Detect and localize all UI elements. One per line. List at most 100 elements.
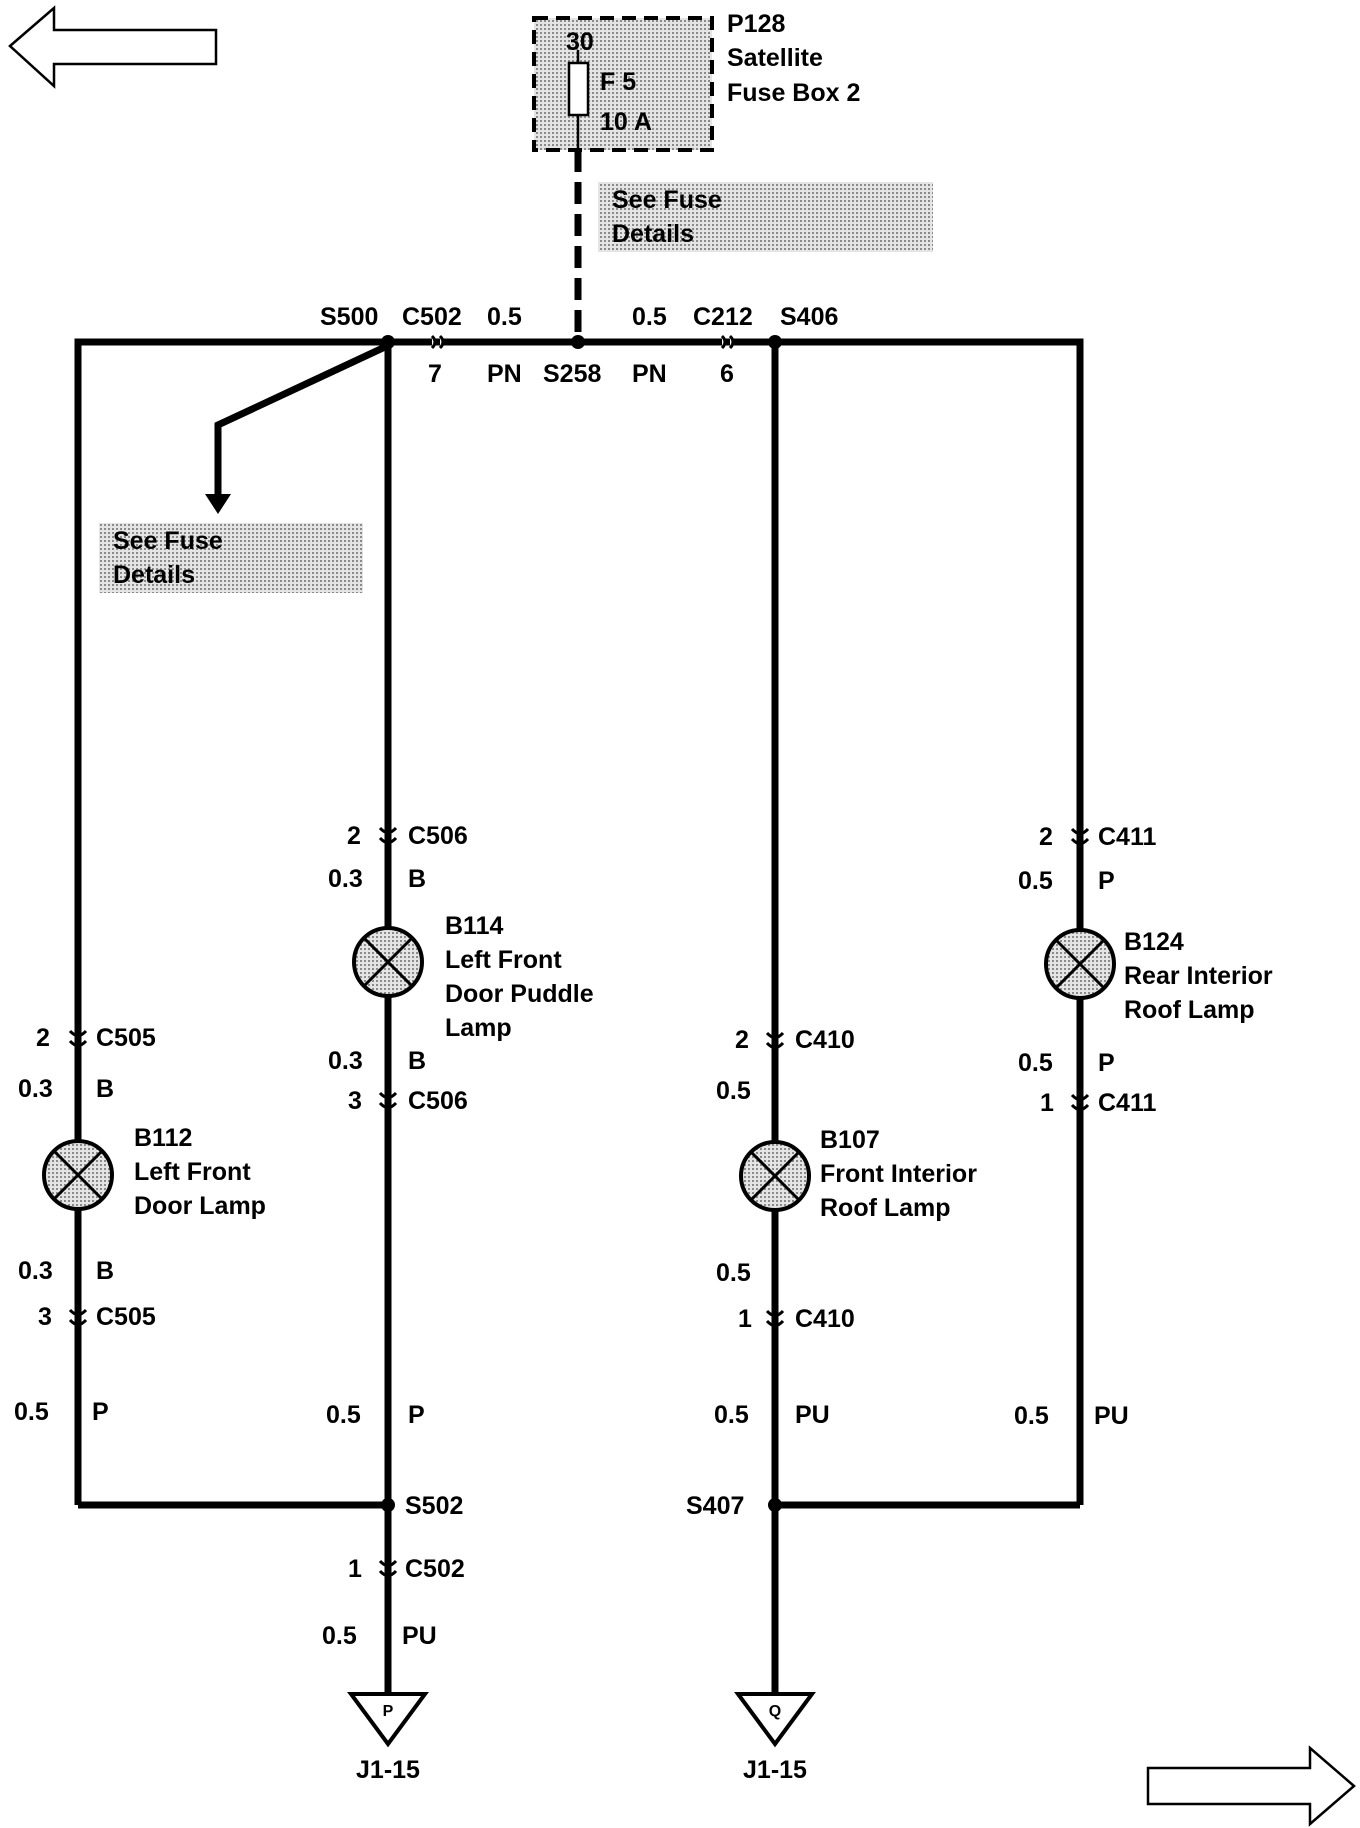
- b107-id: B107: [820, 1126, 880, 1154]
- bus-color-right: PN: [632, 360, 667, 388]
- top-bus-wire: [74, 338, 1084, 1505]
- b114-color-ground: P: [408, 1401, 425, 1429]
- ground-terminal-q: Q: [734, 1692, 816, 1748]
- b107-conn-bottom-pin: 1: [738, 1305, 752, 1333]
- b114-conn-top: C506: [408, 822, 468, 850]
- b112-gauge-bottom: 0.3: [18, 1257, 53, 1285]
- c212-pin-label: 6: [720, 360, 734, 388]
- b112-conn-bottom: C505: [96, 1303, 156, 1331]
- lamp-b107-symbol: [739, 1140, 811, 1212]
- fuse-box-id: P128: [727, 10, 785, 38]
- ground-right-terminal: Q: [769, 1703, 781, 1720]
- b107-name-line2: Roof Lamp: [820, 1194, 951, 1222]
- b112-name-line2: Door Lamp: [134, 1192, 266, 1220]
- lamp-b114-symbol: [352, 926, 424, 998]
- see-fuse-top-line1: See Fuse: [612, 186, 722, 214]
- b114-conn-top-pin: 2: [347, 822, 361, 850]
- fuse-box-p128: 30 F 5 10 A: [532, 16, 714, 152]
- b107-conn-top-pin: 2: [735, 1026, 749, 1054]
- b124-color-top: P: [1098, 867, 1115, 895]
- b114-name-line2: Door Puddle: [445, 980, 594, 1008]
- fuse-reference-arrow-head: [205, 494, 231, 514]
- see-fuse-details-top[interactable]: See Fuse Details: [598, 182, 933, 252]
- b114-color-bottom: B: [408, 1047, 426, 1075]
- lamp-b112-symbol: [42, 1139, 114, 1211]
- b112-color-ground: P: [92, 1398, 109, 1426]
- c502-pin-label: 7: [428, 360, 442, 388]
- previous-page-arrow[interactable]: [8, 5, 218, 89]
- bus-gauge-right: 0.5: [632, 303, 667, 331]
- bus-color-left: PN: [487, 360, 522, 388]
- b114-gauge-ground: 0.5: [326, 1401, 361, 1429]
- b107-gauge-bottom: 0.5: [716, 1259, 751, 1287]
- b124-name-line2: Roof Lamp: [1124, 996, 1255, 1024]
- b114-color-top: B: [408, 865, 426, 893]
- connector-c506-bottom-symbol: [378, 1091, 398, 1109]
- b124-conn-bottom-pin: 1: [1040, 1089, 1054, 1117]
- b112-conn-bottom-pin: 3: [38, 1303, 52, 1331]
- connector-c410-bottom-symbol: [765, 1309, 785, 1327]
- b124-gauge-bottom: 0.5: [1018, 1049, 1053, 1077]
- b124-name-line1: Rear Interior: [1124, 962, 1273, 990]
- b114-conn-bottom-pin: 3: [348, 1087, 362, 1115]
- b112-conn-top: C505: [96, 1024, 156, 1052]
- b112-color-bottom: B: [96, 1257, 114, 1285]
- connector-c502-top-symbol: [430, 334, 445, 350]
- b107-conn-bottom: C410: [795, 1305, 855, 1333]
- fuse-number-label: F 5: [600, 68, 636, 96]
- fuse-box-name-line1: Satellite: [727, 44, 823, 72]
- connector-c505-bottom-symbol: [68, 1308, 88, 1326]
- b124-conn-top-pin: 2: [1039, 823, 1053, 851]
- fuse-f5-symbol: [567, 61, 590, 117]
- see-fuse-top-line2: Details: [612, 220, 694, 248]
- ground-left-color: PU: [402, 1622, 437, 1650]
- connector-c506-top-symbol: [378, 826, 398, 844]
- see-fuse-left-line2: Details: [113, 561, 195, 589]
- c502-bottom-label: C502: [405, 1555, 465, 1583]
- b114-gauge-bottom: 0.3: [328, 1047, 363, 1075]
- b124-color-bottom: P: [1098, 1049, 1115, 1077]
- c502-label: C502: [402, 303, 462, 331]
- s258-label: S258: [543, 360, 601, 388]
- b114-conn-bottom: C506: [408, 1087, 468, 1115]
- c212-label: C212: [693, 303, 753, 331]
- connector-c505-top-symbol: [68, 1029, 88, 1047]
- c502-bottom-pin: 1: [348, 1555, 362, 1583]
- b124-id: B124: [1124, 928, 1184, 956]
- connector-c410-top-symbol: [765, 1031, 785, 1049]
- b112-color-top: B: [96, 1075, 114, 1103]
- b107-color-ground: PU: [795, 1401, 830, 1429]
- b112-id: B112: [134, 1124, 192, 1152]
- b114-name-line3: Lamp: [445, 1014, 512, 1042]
- b114-gauge-top: 0.3: [328, 865, 363, 893]
- b124-color-ground: PU: [1094, 1402, 1129, 1430]
- ground-left-terminal: P: [383, 1703, 394, 1720]
- splice-s258: [571, 335, 585, 349]
- b114-id: B114: [445, 912, 503, 940]
- b107-conn-top: C410: [795, 1026, 855, 1054]
- fuse-box-name-line2: Fuse Box 2: [727, 79, 860, 107]
- connector-c411-bottom-symbol: [1070, 1093, 1090, 1111]
- s502-label: S502: [405, 1492, 463, 1520]
- s407-label: S407: [686, 1492, 744, 1520]
- next-page-arrow[interactable]: [1146, 1745, 1356, 1827]
- ground-right-target: J1-15: [743, 1756, 807, 1784]
- b124-gauge-top: 0.5: [1018, 867, 1053, 895]
- b112-gauge-ground: 0.5: [14, 1398, 49, 1426]
- b107-gauge-ground: 0.5: [714, 1401, 749, 1429]
- b112-name-line1: Left Front: [134, 1158, 251, 1186]
- b112-gauge-top: 0.3: [18, 1075, 53, 1103]
- fuse-rating-label: 10 A: [600, 108, 652, 136]
- see-fuse-details-left[interactable]: See Fuse Details: [99, 523, 363, 593]
- b114-name-line1: Left Front: [445, 946, 562, 974]
- fuse-pin-label: 30: [566, 28, 594, 56]
- s500-label: S500: [320, 303, 378, 331]
- lamp-b124-symbol: [1044, 928, 1116, 1000]
- ground-left-target: J1-15: [356, 1756, 420, 1784]
- b112-conn-top-pin: 2: [36, 1024, 50, 1052]
- b107-gauge-top: 0.5: [716, 1077, 751, 1105]
- ground-left-gauge: 0.5: [322, 1622, 357, 1650]
- connector-c212-symbol: [720, 334, 735, 350]
- b107-name-line1: Front Interior: [820, 1160, 977, 1188]
